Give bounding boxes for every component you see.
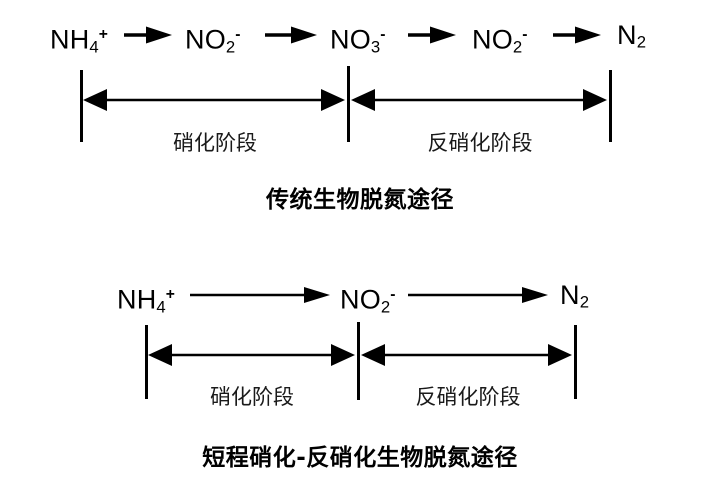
denitrification-span-arrow-icon — [361, 342, 572, 368]
reaction-arrow-icon — [124, 26, 172, 46]
reaction-arrow-icon — [190, 286, 330, 306]
reaction-arrow-icon — [408, 286, 548, 306]
reaction-arrow-icon — [408, 26, 456, 46]
species-row: NH4+ NO2- NO3- NO2- N2 — [0, 18, 720, 64]
species-nitrite-1: NO2- — [185, 24, 241, 57]
nitrification-stage-label: 硝化阶段 — [210, 385, 294, 409]
nitrification-span-arrow-icon — [148, 342, 355, 368]
nitrification-stage-label: 硝化阶段 — [173, 131, 257, 155]
shortcut-pathway-diagram: NH4+ NO2- N2 — [0, 250, 720, 494]
denitrification-stage-label: 反硝化阶段 — [415, 385, 521, 409]
tick-left — [145, 325, 148, 399]
nitrification-span-arrow-icon — [83, 87, 345, 113]
reaction-arrow-icon — [553, 26, 601, 46]
species-row: NH4+ NO2- N2 — [0, 278, 720, 324]
species-dinitrogen: N2 — [617, 20, 647, 52]
species-dinitrogen: N2 — [560, 280, 590, 312]
denitrification-span-arrow-icon — [351, 87, 607, 113]
denitrification-stage-label: 反硝化阶段 — [427, 131, 533, 155]
traditional-pathway-diagram: NH4+ NO2- NO3- NO2- N2 — [0, 18, 720, 213]
species-ammonium: NH4+ — [117, 284, 175, 317]
species-nitrite-2: NO2- — [472, 24, 528, 57]
tick-right — [574, 325, 577, 399]
traditional-pathway-caption: 传统生物脱氮途径 — [266, 187, 454, 213]
species-nitrate: NO3- — [330, 24, 386, 57]
tick-right — [609, 70, 612, 142]
tick-middle — [357, 322, 360, 400]
reaction-arrow-icon — [265, 26, 317, 46]
shortcut-pathway-caption: 短程硝化-反硝化生物脱氮途径 — [202, 445, 518, 471]
species-ammonium: NH4+ — [50, 24, 108, 57]
tick-left — [80, 70, 83, 142]
tick-middle — [347, 66, 350, 142]
species-nitrite: NO2- — [340, 284, 396, 317]
